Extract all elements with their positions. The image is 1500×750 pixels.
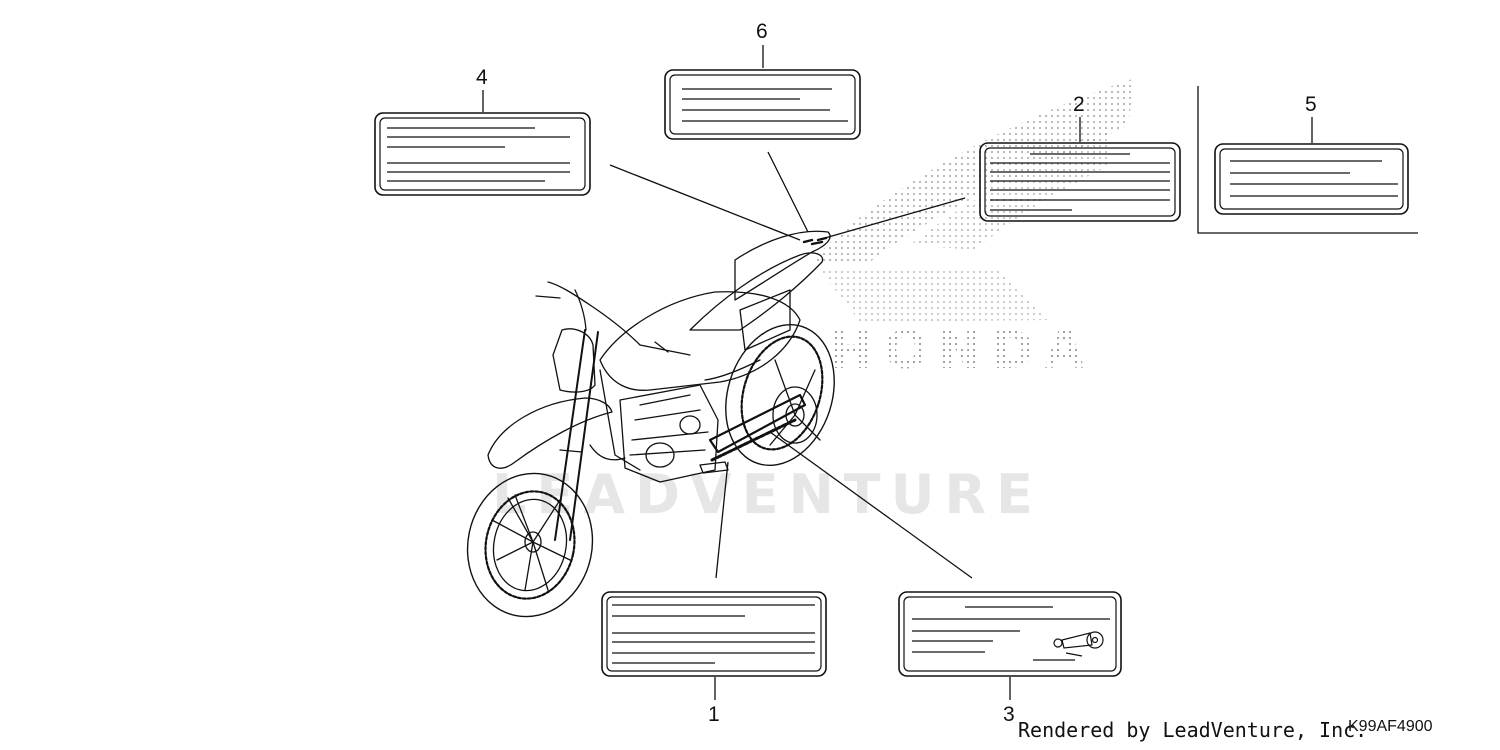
leader-line-1 xyxy=(715,461,729,579)
leader-line-2 xyxy=(824,197,966,239)
callout-label-4: 4 xyxy=(476,66,488,89)
callout-label-5: 5 xyxy=(1305,93,1317,116)
leader-line-6 xyxy=(767,151,809,233)
leadventure-watermark: LEADVENTURE xyxy=(492,463,1043,526)
callout-label-6: 6 xyxy=(756,20,768,43)
motorcycle-illustration xyxy=(466,230,835,618)
chain-adjuster-icon xyxy=(1053,631,1104,657)
callout-label-2: 2 xyxy=(1073,93,1085,116)
callout-label-1: 1 xyxy=(708,703,720,726)
leader-lines xyxy=(482,45,1313,700)
label-card-4 xyxy=(374,112,591,196)
label-card-6 xyxy=(664,69,861,140)
diagram-code: K99AF4900 xyxy=(1348,718,1433,735)
label-card-5 xyxy=(1214,143,1409,215)
callout-numbers: 4 6 2 5 1 3 xyxy=(476,20,1317,726)
label-card-3 xyxy=(898,591,1122,677)
front-wheel xyxy=(466,472,594,618)
label-card-2 xyxy=(979,142,1181,222)
honda-watermark-text: HONDA xyxy=(830,321,1095,381)
rendered-by-credit: Rendered by LeadVenture, Inc. xyxy=(1018,718,1368,742)
separator-bracket xyxy=(1197,86,1418,234)
leader-line-3 xyxy=(769,431,973,579)
label-card-1 xyxy=(601,591,827,677)
callout-label-3: 3 xyxy=(1003,703,1015,726)
rear-wheel xyxy=(725,323,835,467)
leader-line-4 xyxy=(609,164,801,241)
